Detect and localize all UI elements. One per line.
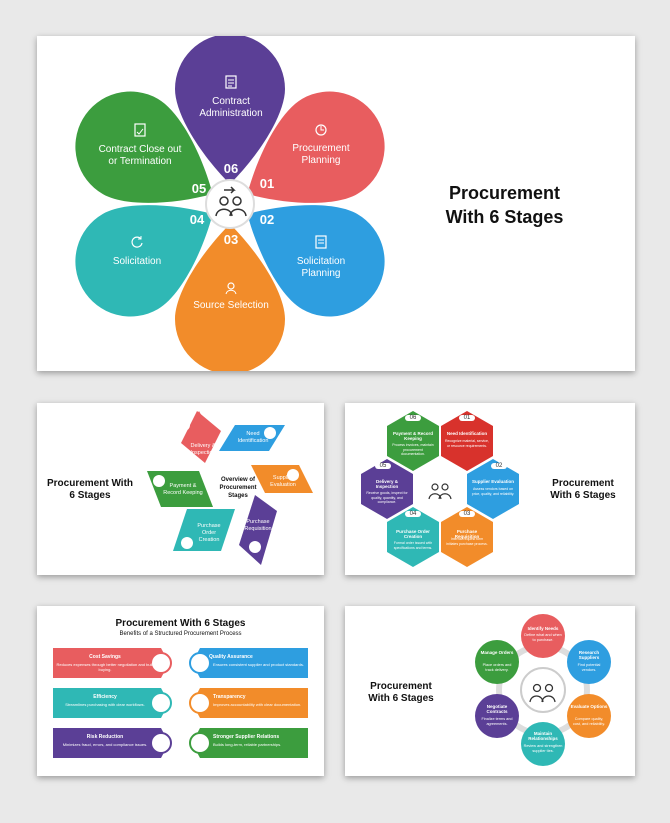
flower-diagram: [75, 36, 385, 371]
circle-title-manage: Manage Orders: [480, 650, 514, 655]
hex-title-03: Purchase Requisition: [454, 529, 480, 539]
circle-desc-manage: Place orders and track delivery.: [482, 663, 512, 672]
hex-num-01: 01: [459, 415, 475, 421]
hex-title-04: Purchase Order Creation: [396, 529, 430, 539]
hex-desc-04: Formal order issued with specifications …: [393, 541, 433, 550]
item-order: Purchase Order Creation: [197, 523, 221, 543]
slide2-title: Procurement With 6 Stages: [46, 478, 134, 501]
hex-desc-05: Receive goods, inspect for quality, quan…: [366, 491, 408, 504]
benefit-title-quality: Quality Assurance: [209, 654, 253, 660]
center-circle: [205, 179, 255, 229]
hex-num-06: 06: [405, 415, 421, 421]
circle-desc-negotiate: Finalize terms and agreements.: [481, 717, 513, 726]
slide-hexagons[interactable]: 06 01 02 03 04 05 Need Identification Re…: [345, 403, 635, 575]
benefit-desc-efficiency: Streamlines purchasing with clear workfl…: [65, 702, 145, 707]
item-requisition: Purchase Requisition: [244, 519, 272, 532]
petal-num-02: 02: [259, 212, 275, 227]
petal-label-02: Solicitation Planning: [296, 256, 346, 279]
petal-label-05: Contract Close out or Termination: [98, 144, 182, 167]
petal-label-03: Source Selection: [193, 300, 269, 311]
hex-title-05: Delivery & Inspection: [375, 479, 399, 489]
item-delivery: Delivery & Inspection: [190, 443, 216, 456]
petal-06: [175, 36, 285, 184]
benefit-desc-risk: Minimizes fraud, errors, and compliance …: [62, 742, 148, 747]
circle-desc-identify: Define what and when to purchase.: [524, 633, 562, 642]
document-icon: [313, 234, 329, 250]
hex-desc-02: Assess vendors based on price, quality, …: [471, 487, 515, 496]
slide2-center: Overview of Procurement Stages: [219, 477, 257, 499]
hex-title-02: Supplier Evaluation: [471, 479, 514, 484]
slide4-title: Procurement With 6 Stages: [115, 618, 246, 629]
benefit-title-risk: Risk Reduction: [86, 734, 124, 740]
benefit-desc-quality: Ensures consistent supplier and product …: [213, 662, 304, 667]
petal-num-06: 06: [223, 161, 239, 176]
shape-delivery: [181, 411, 221, 463]
slide5-title: Procurement With 6 Stages: [368, 681, 434, 704]
item-payment: Payment & Record Keeping: [163, 483, 203, 496]
petal-num-01: 01: [259, 176, 275, 191]
circle-desc-research: Find potential vendors.: [577, 663, 601, 672]
circle-desc-evaluate: Compare quality, cost, and reliability.: [572, 717, 605, 726]
hexagon-diagram: [361, 411, 519, 567]
circle-title-evaluate: Evaluate Options: [570, 704, 608, 709]
benefit-title-efficiency: Efficiency: [93, 694, 117, 700]
hex-desc-01: Recognize material, service, or resource…: [445, 439, 489, 448]
circle-title-maintain: Maintain Relationships: [528, 731, 558, 741]
circle-title-negotiate: Negotiate Contracts: [486, 704, 508, 714]
slide-flower-main[interactable]: 06 01 02 03 04 05 Contract Administratio…: [37, 36, 635, 371]
team-icon: [428, 483, 452, 500]
petal-02: [247, 205, 385, 317]
benefit-desc-transparency: Improves accountability with clear docum…: [213, 702, 302, 707]
circle-diagram: [475, 614, 611, 766]
petal-03: [175, 224, 285, 371]
people-icon: [223, 280, 239, 296]
benefit-desc-cost: Reduces expenses through better negotiat…: [56, 662, 154, 672]
benefit-desc-supplier: Builds long-term, reliable partnerships.: [213, 742, 282, 747]
benefit-title-transparency: Transparency: [213, 694, 246, 700]
hex-num-03: 03: [459, 511, 475, 517]
slide-benefits[interactable]: Procurement With 6 Stages Benefits of a …: [37, 606, 324, 776]
petal-01: [247, 91, 385, 203]
slide4-subtitle: Benefits of a Structured Procurement Pro…: [119, 631, 242, 637]
petal-num-04: 04: [189, 212, 205, 227]
petal-num-03: 03: [223, 232, 239, 247]
slide-diamonds[interactable]: Procurement With 6 Stages Overview of Pr…: [37, 403, 324, 575]
admin-icon: [223, 74, 239, 90]
item-supplier: Supplier Evaluation: [270, 475, 296, 488]
shape-requisition: [239, 495, 277, 565]
petal-label-04: Solicitation: [112, 256, 162, 267]
petal-05: [75, 91, 213, 203]
planning-icon: [313, 122, 329, 138]
benefit-title-supplier: Stronger Supplier Relations: [213, 734, 280, 740]
petal-num-05: 05: [191, 181, 207, 196]
refresh-icon: [129, 234, 145, 250]
slide-circles[interactable]: Identify Needs Define what and when to p…: [345, 606, 635, 776]
item-need: Need Identification: [237, 431, 269, 444]
hex-desc-03: Internal request form initiates purchase…: [446, 537, 488, 546]
slide1-title: Procurement With 6 Stages: [445, 183, 564, 227]
petal-label-06: Contract Administration: [199, 96, 263, 119]
hex-title-01: Need Identification: [446, 431, 488, 436]
hex-desc-06: Process invoices, maintain procurement d…: [392, 443, 434, 456]
hex-title-06: Payment & Record Keeping: [392, 431, 433, 441]
slide3-title: Procurement With 6 Stages: [550, 478, 616, 501]
circle-title-research: Research Suppliers: [578, 650, 600, 660]
benefit-title-cost: Cost Savings: [89, 654, 121, 660]
contract-icon: [132, 122, 148, 138]
petal-04: [75, 205, 213, 317]
diamond-diagram: [147, 411, 313, 565]
benefits-bars: [53, 648, 308, 758]
petal-label-01: Procurement Planning: [292, 143, 350, 166]
circle-title-identify: Identify Needs: [527, 626, 559, 631]
circle-desc-maintain: Review and strengthen supplier ties.: [523, 744, 563, 753]
hex-num-02: 02: [491, 463, 507, 469]
team-icon: [529, 683, 556, 703]
team-icon: [215, 186, 247, 217]
hex-num-04: 04: [405, 511, 421, 517]
hex-num-05: 05: [375, 463, 391, 469]
